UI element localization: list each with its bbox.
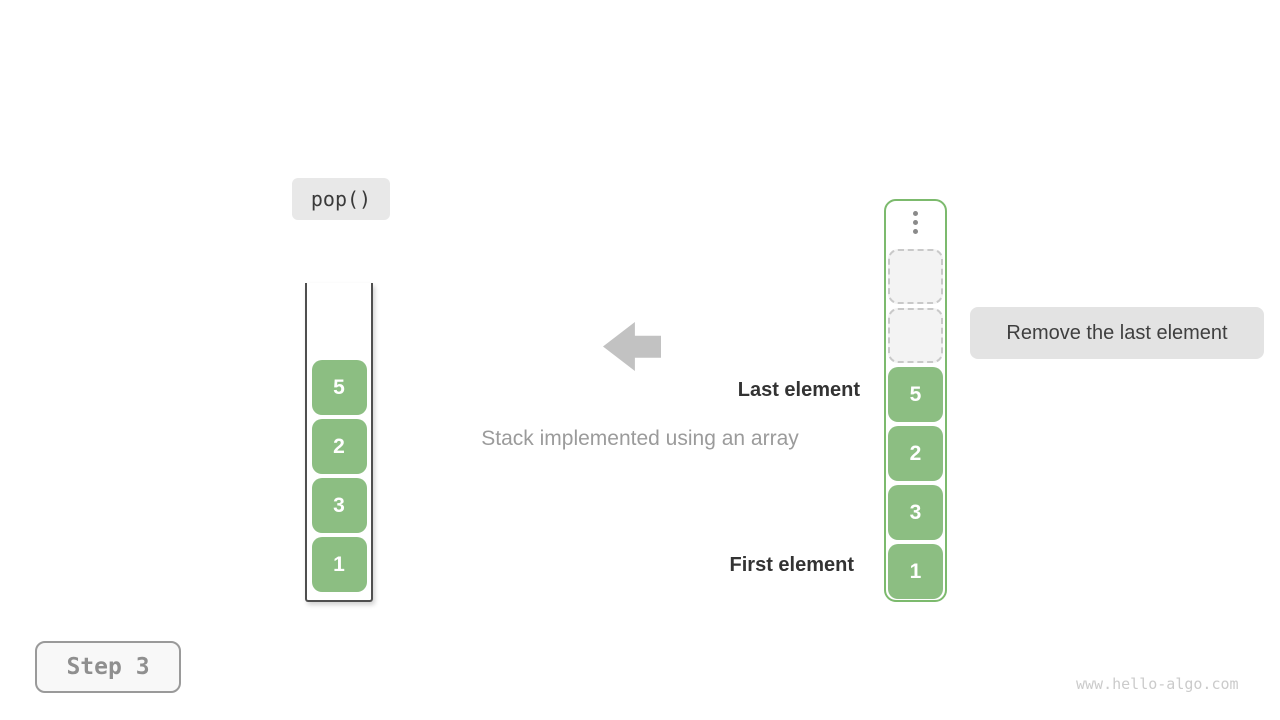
- stack-cell: 1: [311, 537, 367, 592]
- remove-note-text: Remove the last element: [1006, 321, 1228, 344]
- array-cell: 5: [888, 367, 943, 422]
- last-element-label: Last element: [737, 379, 860, 401]
- array-cell: 3: [888, 485, 943, 540]
- diagram-caption: Stack implemented using an array: [481, 427, 799, 450]
- array-empty-cell: [888, 308, 943, 363]
- stack-cell: 3: [311, 478, 367, 533]
- stack-cell: 5: [311, 360, 367, 415]
- array-empty-cell: [888, 249, 943, 304]
- arrow-left-icon: [603, 322, 661, 371]
- stack-cell: 2: [311, 419, 367, 474]
- array-cell: 2: [888, 426, 943, 481]
- remove-note-label: Remove the last element: [970, 307, 1264, 359]
- step-badge-text: Step 3: [66, 654, 150, 680]
- watermark: www.hello-algo.com: [1076, 675, 1239, 693]
- vertical-ellipsis-icon: [913, 211, 918, 234]
- step-badge: Step 3: [35, 641, 181, 693]
- first-element-label: First element: [729, 554, 854, 576]
- array-cell: 1: [888, 544, 943, 599]
- pop-operation-label: pop(): [292, 178, 390, 220]
- pop-operation-text: pop(): [310, 187, 372, 211]
